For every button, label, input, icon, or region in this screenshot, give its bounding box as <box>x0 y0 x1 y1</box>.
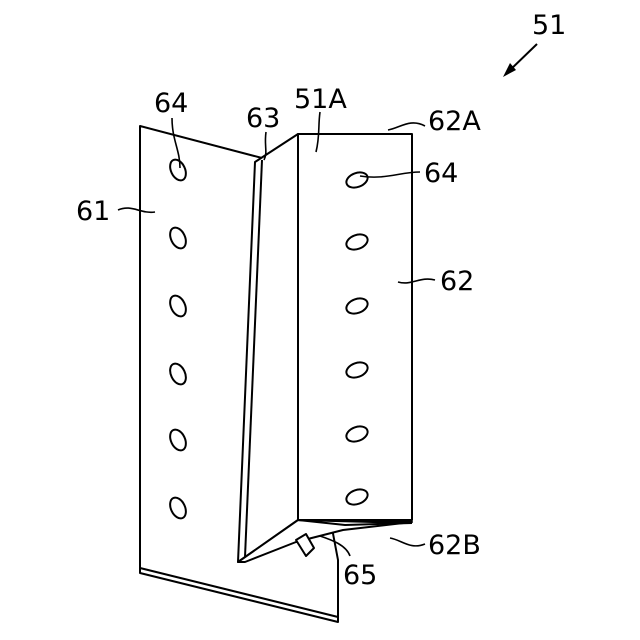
label-62: 62 <box>440 266 474 297</box>
label-65: 65 <box>343 560 377 591</box>
plate-62 <box>298 134 412 520</box>
label-51: 51 <box>532 10 566 41</box>
reference-arrow-51 <box>503 44 537 77</box>
label-51A: 51A <box>294 84 347 115</box>
label-62A: 62A <box>428 106 481 137</box>
label-64-left: 64 <box>154 88 188 119</box>
label-64-right: 64 <box>424 158 458 189</box>
label-63: 63 <box>246 103 280 134</box>
label-61: 61 <box>76 196 110 227</box>
label-62B: 62B <box>428 530 481 561</box>
